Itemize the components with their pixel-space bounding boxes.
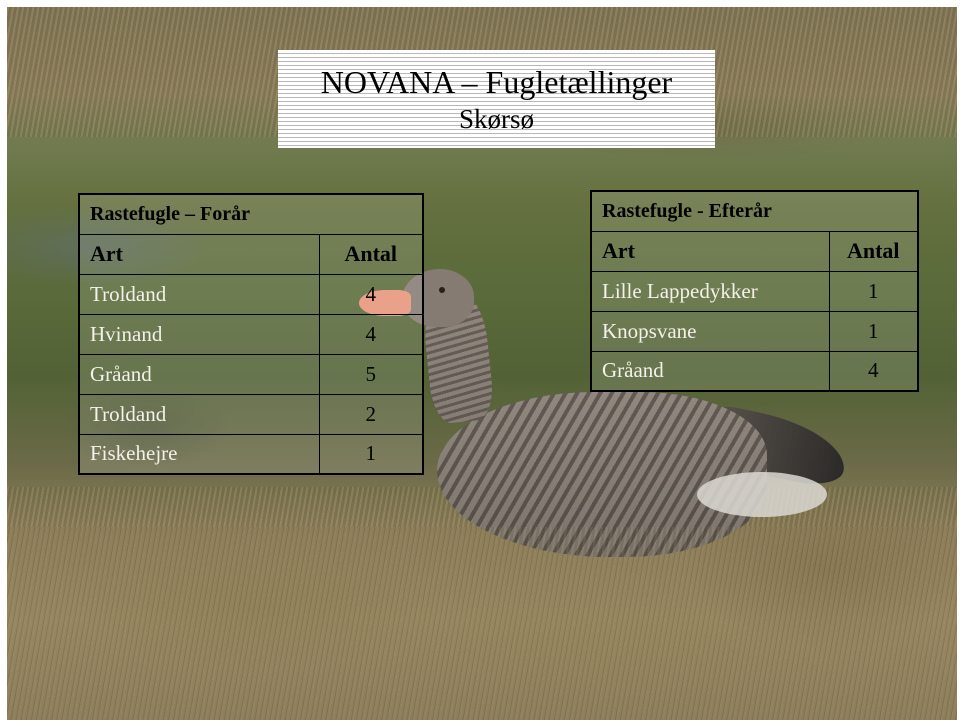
cell-art: Troldand xyxy=(78,273,320,315)
spring-table: Rastefugle – Forår Art Antal Troldand 4 … xyxy=(78,193,424,475)
cell-antal: 1 xyxy=(828,310,919,352)
title-box: NOVANA – Fugletællinger Skørsø xyxy=(278,50,715,148)
cell-antal: 4 xyxy=(318,273,424,315)
table-row: Lille Lappedykker 1 xyxy=(590,270,919,312)
table-header-row: Art Antal xyxy=(590,230,919,272)
cell-antal: 1 xyxy=(318,433,424,475)
cell-art: Gråand xyxy=(78,353,320,395)
table-caption-row: Rastefugle – Forår xyxy=(78,193,424,235)
cell-antal: 4 xyxy=(318,313,424,355)
cell-art: Gråand xyxy=(590,350,830,392)
table-caption: Rastefugle - Efterår xyxy=(590,190,919,232)
column-header-antal: Antal xyxy=(828,230,919,272)
column-header-art: Art xyxy=(78,233,320,275)
table-caption: Rastefugle – Forår xyxy=(78,193,424,235)
table-caption-row: Rastefugle - Efterår xyxy=(590,190,919,232)
grass-foreground xyxy=(7,527,957,720)
table-row: Fiskehejre 1 xyxy=(78,433,424,475)
goose-belly xyxy=(697,472,827,517)
table-row: Gråand 4 xyxy=(590,350,919,392)
table-row: Hvinand 4 xyxy=(78,313,424,355)
autumn-table: Rastefugle - Efterår Art Antal Lille Lap… xyxy=(590,190,919,392)
table-row: Gråand 5 xyxy=(78,353,424,395)
cell-art: Hvinand xyxy=(78,313,320,355)
cell-antal: 1 xyxy=(828,270,919,312)
table-row: Troldand 4 xyxy=(78,273,424,315)
goose-body xyxy=(437,392,767,557)
cell-antal: 2 xyxy=(318,393,424,435)
table-row: Knopsvane 1 xyxy=(590,310,919,352)
cell-art: Troldand xyxy=(78,393,320,435)
cell-antal: 5 xyxy=(318,353,424,395)
cell-art: Knopsvane xyxy=(590,310,830,352)
cell-art: Fiskehejre xyxy=(78,433,320,475)
page-title: NOVANA – Fugletællinger xyxy=(320,64,673,100)
table-header-row: Art Antal xyxy=(78,233,424,275)
column-header-antal: Antal xyxy=(318,233,424,275)
goose-eye xyxy=(439,287,445,293)
column-header-art: Art xyxy=(590,230,830,272)
table-row: Troldand 2 xyxy=(78,393,424,435)
cell-antal: 4 xyxy=(828,350,919,392)
page-subtitle: Skørsø xyxy=(458,104,534,134)
cell-art: Lille Lappedykker xyxy=(590,270,830,312)
